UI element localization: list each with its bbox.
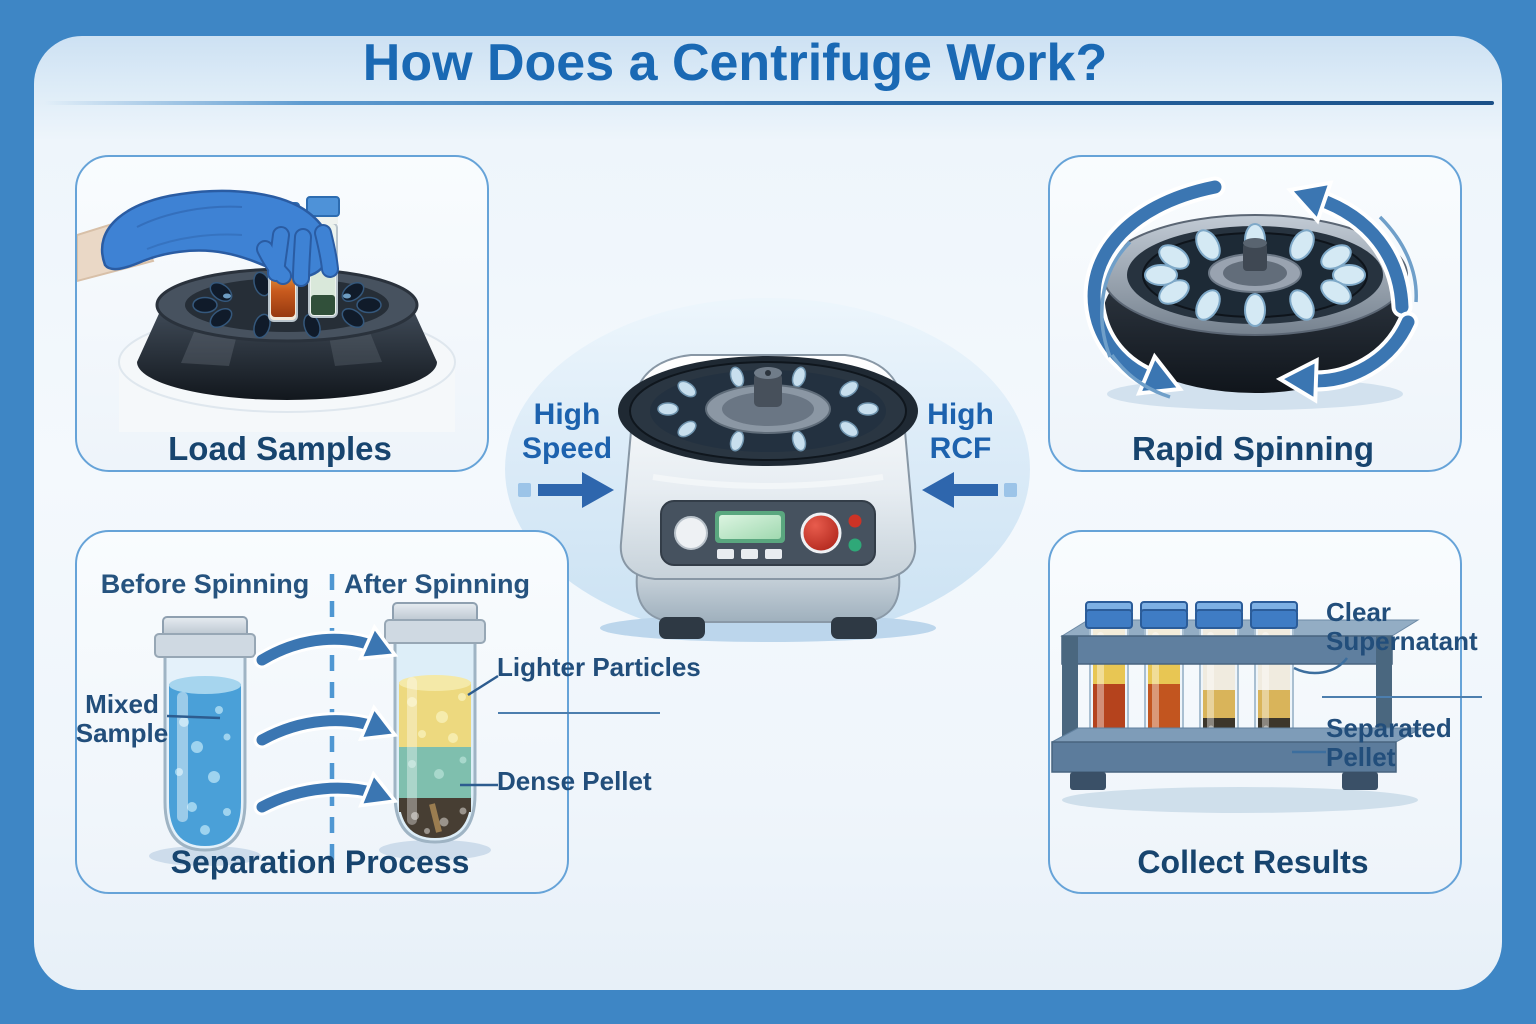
after-tube (379, 602, 491, 860)
supernatant-leader (1293, 657, 1348, 675)
motion-accent-arcs (1100, 215, 1418, 399)
page-title: How Does a Centrifuge Work? (362, 34, 1108, 92)
separation-caption: Separation Process (170, 844, 470, 880)
control-panel (660, 500, 876, 566)
rotation-arrow-icon (1275, 311, 1419, 404)
panel-buttons (717, 549, 782, 559)
machine-rotor-slots (657, 366, 879, 452)
title-underline (44, 101, 1494, 105)
before-spinning-label: Before Spinning (100, 569, 310, 599)
red-indicator-light (848, 514, 862, 528)
separated-pellet-label: Separated Pellet (1326, 713, 1452, 772)
rotation-arrow-icon (1286, 180, 1413, 318)
mixed-sample-label: Mixed Sample (75, 689, 169, 748)
rotation-arrow-icon (1083, 176, 1226, 396)
flow-arrow-icon (253, 704, 399, 749)
control-knob (674, 516, 708, 550)
panel-separation-process (75, 530, 569, 894)
dense-pellet-label: Dense Pellet (497, 766, 652, 796)
left-arrow-icon (922, 472, 1017, 508)
high-speed-label: High Speed (521, 398, 613, 465)
panel-collect-results (1048, 530, 1462, 894)
clear-supernatant-label: Clear Supernatant (1326, 597, 1478, 656)
panel-rapid-spinning (1048, 155, 1462, 472)
green-indicator-light (848, 538, 862, 552)
lighter-particles-label: Lighter Particles (497, 652, 701, 682)
load-samples-caption: Load Samples (168, 430, 392, 467)
label-divider-rule (1322, 696, 1482, 698)
gloved-hand (77, 189, 339, 287)
collect-results-illustration (1051, 601, 1423, 813)
leader-lines (166, 674, 499, 787)
centrifuge-machine-illustration (600, 354, 936, 642)
after-spinning-label: After Spinning (344, 569, 530, 599)
rapid-spinning-illustration (1083, 176, 1419, 410)
panel-load-samples (75, 155, 489, 472)
rotor-slots (192, 271, 382, 339)
separation-illustration (149, 574, 499, 866)
flow-arrow-icon (253, 623, 399, 669)
flow-arrow-icon (253, 770, 399, 816)
tube-rack (1051, 635, 1423, 790)
high-rcf-label: High RCF (927, 398, 994, 465)
start-button (800, 512, 842, 554)
right-arrow-icon (518, 472, 614, 508)
rapid-spinning-caption: Rapid Spinning (1132, 430, 1374, 467)
load-samples-illustration (77, 189, 456, 432)
label-divider-rule (498, 712, 660, 714)
before-tube (149, 616, 261, 866)
collect-caption: Collect Results (1137, 844, 1369, 880)
